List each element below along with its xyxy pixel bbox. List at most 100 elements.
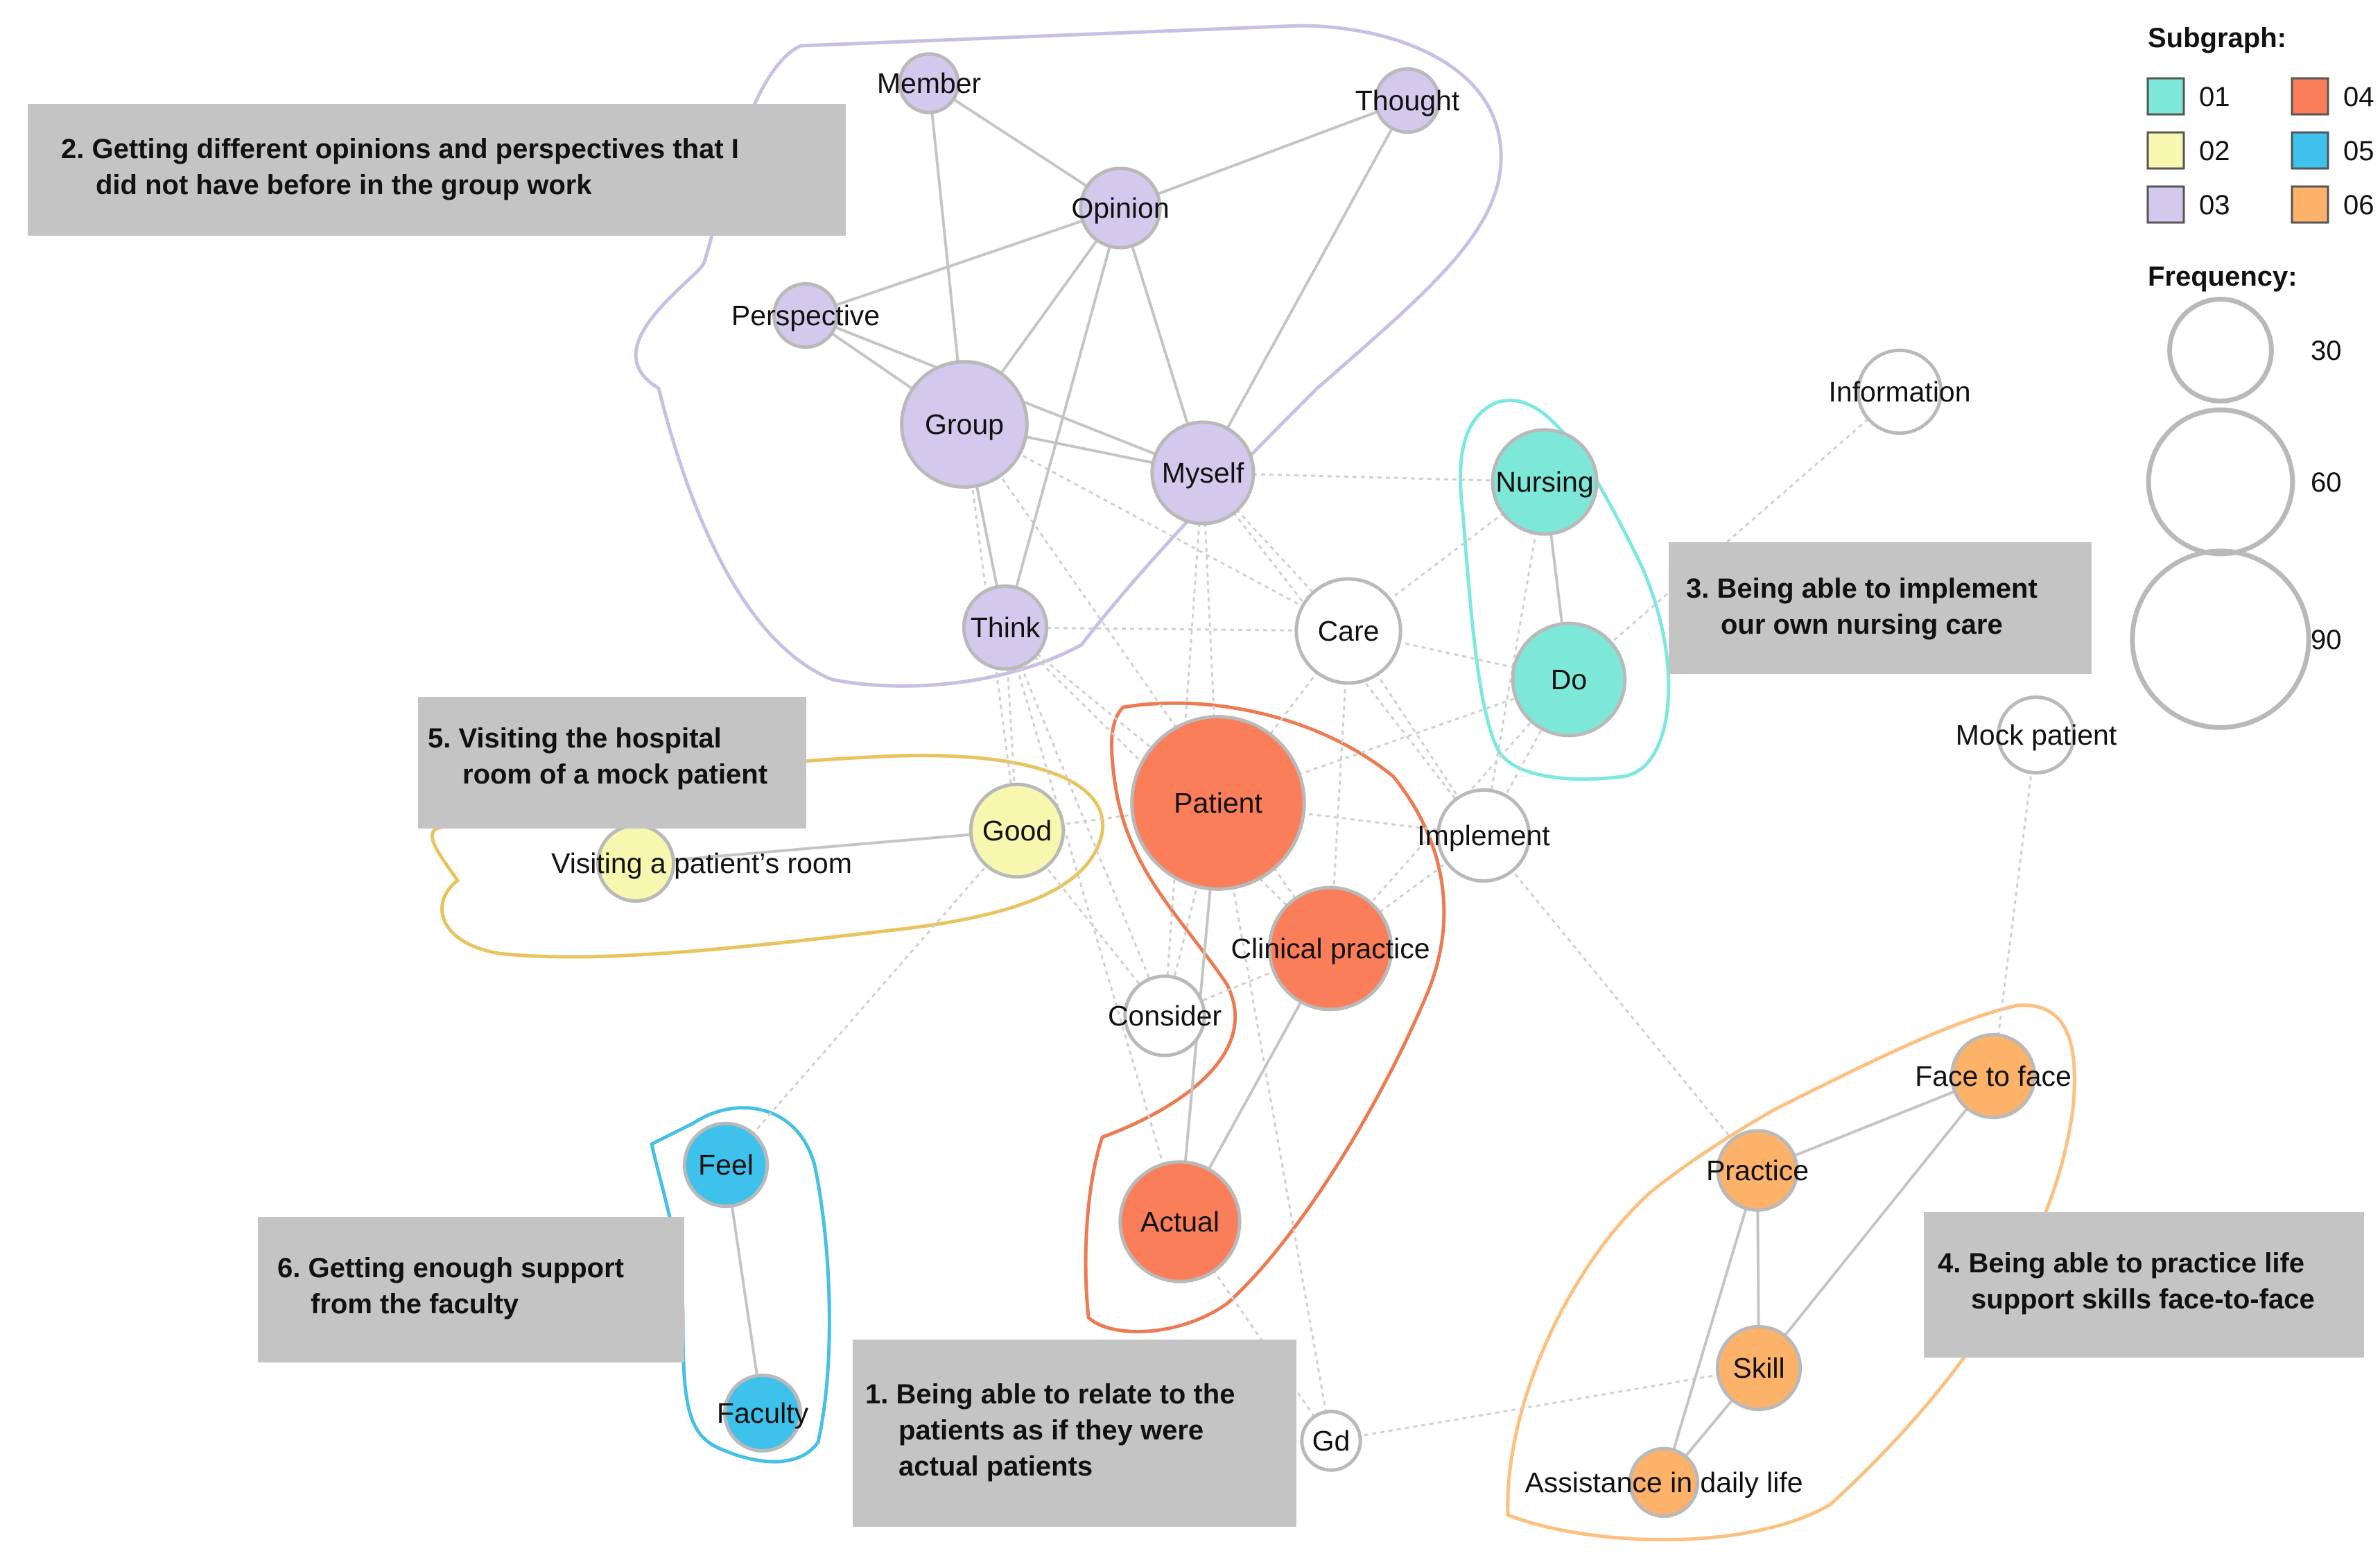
node-perspective: Perspective <box>731 282 880 349</box>
legend-frequency-circle <box>2146 407 2295 557</box>
node-feel: Feel <box>682 1121 770 1209</box>
node-label-clinical: Clinical practice <box>1231 933 1430 964</box>
node-good: Good <box>968 782 1066 879</box>
hull-subgraph-03 <box>634 24 1503 688</box>
legend-frequency-entries: 30 60 90 <box>2130 297 2342 730</box>
legend-swatch <box>2291 77 2329 116</box>
node-label-assistance: Assistance in daily life <box>1525 1466 1803 1498</box>
node-label-perspective: Perspective <box>731 300 880 331</box>
node-group: Group <box>900 360 1029 489</box>
node-label-face: Face to face <box>1915 1060 2071 1092</box>
edge-practice-assistance <box>1662 1170 1759 1483</box>
edge-good-consider <box>1016 830 1166 1016</box>
node-myself: Myself <box>1150 420 1256 526</box>
node-circle-opinion <box>1079 166 1162 250</box>
node-label-information: Information <box>1828 376 1970 408</box>
node-faculty: Faculty <box>717 1373 809 1453</box>
legend-frequency-60: 60 <box>2146 407 2342 557</box>
node-circle-skill <box>1715 1324 1803 1412</box>
legend-entry-06: 06 <box>2291 185 2374 224</box>
legend-label: 01 <box>2199 82 2230 112</box>
annotation-background <box>258 1217 684 1362</box>
legend-swatch <box>2146 131 2185 170</box>
node-label-patient: Patient <box>1174 787 1262 819</box>
node-circle-gd <box>1300 1410 1362 1472</box>
node-information: Information <box>1828 348 1971 435</box>
node-consider: Consider <box>1108 974 1222 1057</box>
legend-swatch <box>2146 77 2185 116</box>
legend-frequency-label: 30 <box>2311 336 2342 366</box>
node-label-think: Think <box>971 612 1041 643</box>
node-label-mock_patient: Mock patient <box>1956 719 2117 751</box>
node-circle-mock_patient <box>1996 695 2076 775</box>
node-practice: Practice <box>1706 1129 1809 1212</box>
edge-implement-practice <box>1482 835 1759 1171</box>
node-circle-practice <box>1716 1129 1799 1212</box>
annotation-line: our own nursing care <box>1721 609 2003 640</box>
edge-group-care <box>964 423 1349 632</box>
hull-subgraph-04 <box>1084 701 1446 1333</box>
edge-think-care <box>1005 626 1349 632</box>
node-label-member: Member <box>877 67 981 99</box>
node-face: Face to face <box>1915 1032 2071 1120</box>
edge-nursing-implement <box>1482 481 1546 836</box>
annotation-line: actual patients <box>898 1451 1093 1482</box>
node-circle-perspective <box>772 282 840 349</box>
node-circle-care <box>1294 577 1402 685</box>
node-label-feel: Feel <box>698 1149 754 1181</box>
node-label-do: Do <box>1551 664 1587 695</box>
legend-label: 06 <box>2343 190 2374 220</box>
node-circle-member <box>898 52 960 114</box>
edge-face-skill <box>1757 1075 1995 1369</box>
legend-label: 02 <box>2199 136 2230 166</box>
node-label-actual: Actual <box>1140 1206 1219 1238</box>
node-think: Think <box>962 584 1049 671</box>
legend-frequency-90: 90 <box>2130 548 2342 730</box>
annotation-background <box>28 104 846 236</box>
network-nodes: MemberThoughtOpinionPerspectiveGroupMyse… <box>551 52 2117 1518</box>
edge-myself-implement <box>1201 472 1485 836</box>
node-label-thought: Thought <box>1355 85 1460 116</box>
node-circle-faculty <box>722 1373 803 1453</box>
annotation-line: did not have before in the group work <box>96 170 592 200</box>
node-circle-thought <box>1373 67 1441 135</box>
node-label-gd: Gd <box>1312 1425 1350 1457</box>
node-label-faculty: Faculty <box>717 1397 809 1429</box>
legend-frequency-circle <box>2167 297 2274 404</box>
annotation-line: 4. Being able to practice life <box>1938 1248 2304 1279</box>
annotation-line: from the faculty <box>311 1289 519 1319</box>
node-member: Member <box>877 52 981 114</box>
annotation-background <box>1669 542 2092 674</box>
node-label-nursing: Nursing <box>1495 466 1593 498</box>
legend-frequency-label: 60 <box>2311 467 2342 498</box>
edge-good-visiting <box>635 829 1018 865</box>
network-edges <box>635 82 2038 1484</box>
node-mock_patient: Mock patient <box>1956 695 2117 775</box>
node-care: Care <box>1294 577 1402 685</box>
legend-entry-05: 05 <box>2291 131 2374 170</box>
node-circle-myself <box>1150 420 1256 526</box>
node-gd: Gd <box>1300 1410 1362 1472</box>
legend-frequency-label: 90 <box>2311 625 2342 655</box>
node-implement: Implement <box>1417 788 1550 883</box>
edge-opinion-perspective <box>805 207 1121 317</box>
node-do: Do <box>1511 621 1627 738</box>
node-actual: Actual <box>1118 1160 1242 1283</box>
node-patient: Patient <box>1130 715 1306 891</box>
node-circle-think <box>962 584 1049 671</box>
node-skill: Skill <box>1715 1324 1803 1412</box>
legend-frequency-circle <box>2130 548 2311 730</box>
legend-swatch <box>2291 185 2329 224</box>
node-label-group: Group <box>925 408 1004 440</box>
edge-information-do <box>1568 390 1900 681</box>
node-nursing: Nursing <box>1491 428 1599 536</box>
edge-mock_patient-face <box>1992 734 2038 1077</box>
node-label-myself: Myself <box>1162 457 1244 489</box>
node-circle-consider <box>1123 974 1206 1057</box>
node-label-consider: Consider <box>1108 1000 1222 1032</box>
